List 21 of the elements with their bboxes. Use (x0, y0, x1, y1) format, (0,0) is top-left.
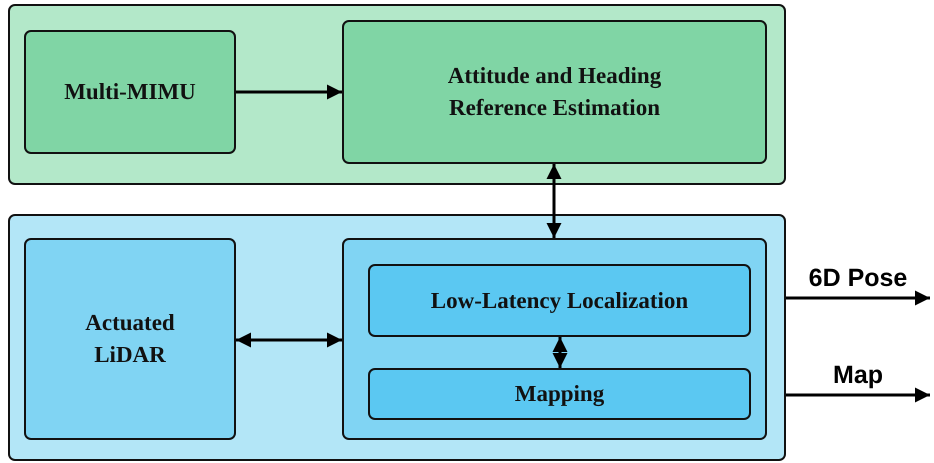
arrow (236, 84, 342, 100)
process-box (368, 368, 751, 420)
process-box (368, 264, 751, 337)
panel-background (8, 4, 786, 185)
node-label: Low-Latency Localization (430, 286, 690, 315)
arrow (552, 337, 568, 368)
process-box (24, 30, 236, 154)
group-box (342, 238, 767, 440)
arrow (786, 388, 930, 402)
edge-label: Map (833, 361, 883, 390)
arrow (236, 332, 342, 348)
node-label: Actuated LiDAR (84, 309, 176, 369)
panel-background (8, 214, 786, 461)
node-label: Multi-MIMU (63, 78, 197, 106)
process-box (24, 238, 236, 440)
node-label: Attitude and Heading Reference Estimation (446, 62, 662, 122)
arrow (546, 164, 562, 238)
process-box (342, 20, 767, 164)
arrow (786, 290, 930, 306)
node-label: Mapping (514, 380, 606, 408)
edge-label: 6D Pose (808, 264, 908, 293)
